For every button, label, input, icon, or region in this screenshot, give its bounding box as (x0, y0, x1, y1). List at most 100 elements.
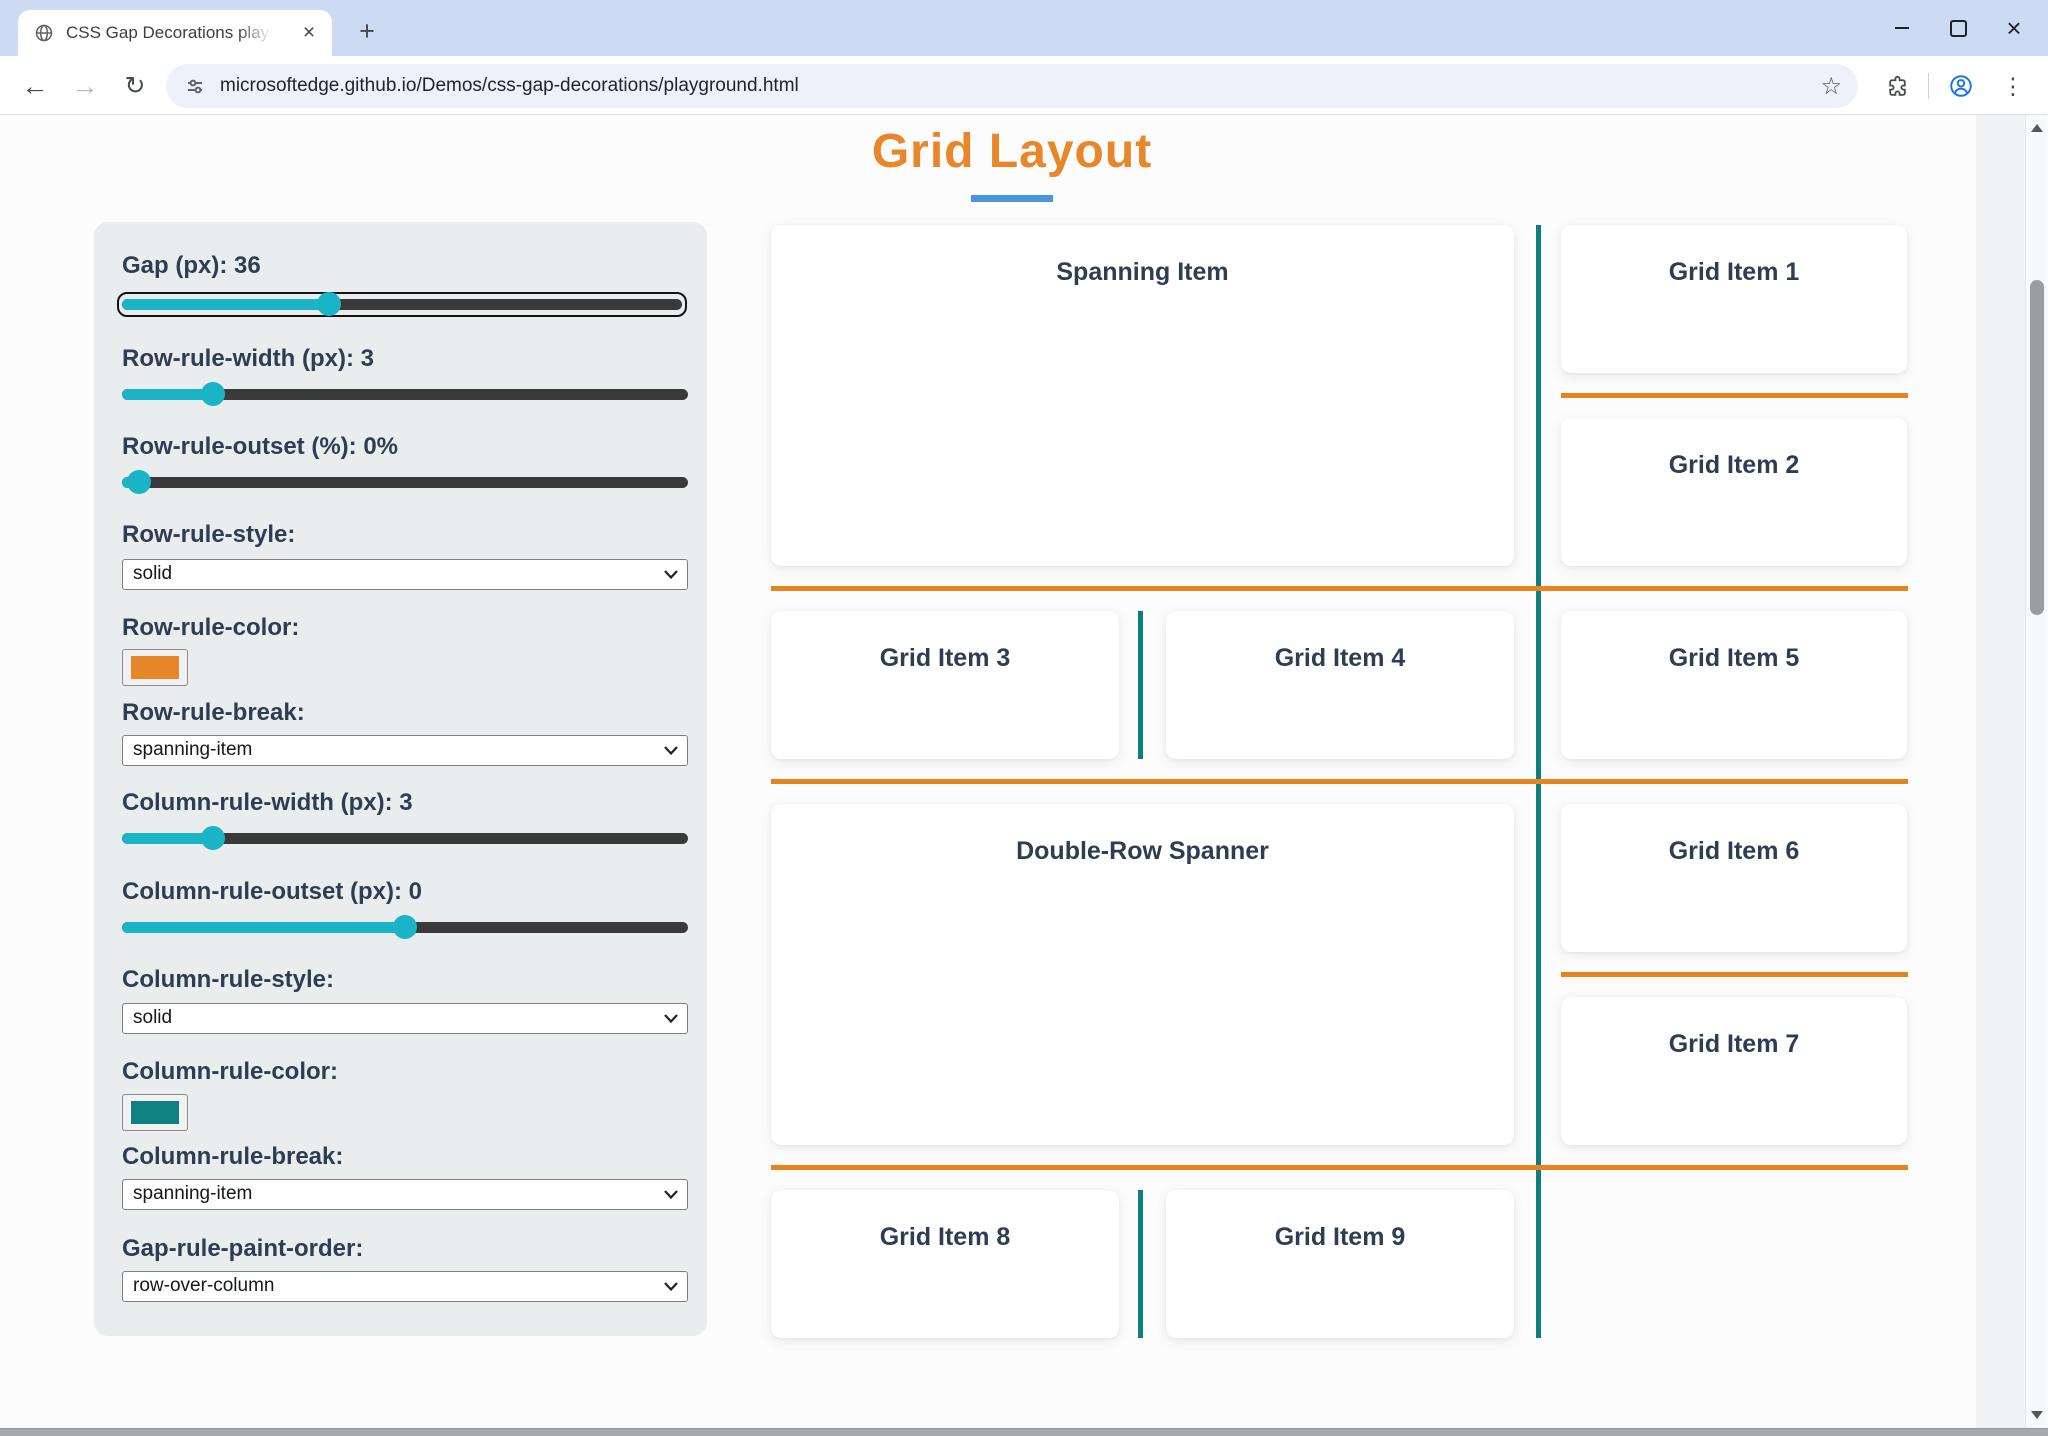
grid-item-1: Grid Item 1 (1561, 225, 1907, 373)
page-content: Grid Layout Gap (px): 36 Row-rule-width … (0, 115, 2048, 1428)
bookmark-star-icon[interactable]: ☆ (1820, 72, 1842, 100)
url-text: microsoftedge.github.io/Demos/css-gap-de… (220, 75, 799, 96)
column-rule (1138, 1190, 1143, 1338)
profile-button[interactable] (1942, 67, 1980, 105)
close-icon: × (2006, 13, 2022, 43)
slider-thumb[interactable] (393, 915, 417, 939)
slider-track[interactable] (122, 299, 682, 310)
grid-item-5: Grid Item 5 (1561, 611, 1907, 759)
profile-avatar-icon (1950, 75, 1972, 97)
slider-track[interactable] (122, 477, 688, 488)
column-rule-color-picker[interactable] (122, 1094, 188, 1131)
grid-container: Spanning Item Grid Item 1 Grid Item 2 Gr… (771, 225, 1908, 1338)
reload-button[interactable]: ↻ (124, 72, 146, 100)
window-bottom-edge (0, 1428, 2048, 1436)
column-rule-color-label: Column-rule-color: (122, 1058, 338, 1085)
slider-fill (122, 389, 213, 400)
tab-title: CSS Gap Decorations playgroun (66, 23, 276, 42)
window-minimize-button[interactable] (1874, 0, 1930, 56)
grid-item-9: Grid Item 9 (1166, 1190, 1514, 1338)
column-rule-break-label: Column-rule-break: (122, 1143, 344, 1170)
grid-demo: Spanning Item Grid Item 1 Grid Item 2 Gr… (771, 225, 1908, 1338)
browser-toolbar: ← → ↻ microsoftedge.github.io/Demos/css-… (0, 56, 2048, 115)
row-rule-style-label: Row-rule-style: (122, 521, 296, 548)
column-rule-outset-slider[interactable] (122, 915, 688, 939)
grid-item-7: Grid Item 7 (1561, 997, 1907, 1145)
grid-item-2: Grid Item 2 (1561, 418, 1907, 566)
title-underline (971, 195, 1053, 202)
grid-item-4: Grid Item 4 (1166, 611, 1514, 759)
browser-menu-button[interactable]: ⋮ (2001, 72, 2025, 99)
slider-fill (122, 922, 405, 933)
slider-track[interactable] (122, 833, 688, 844)
slider-fill (122, 299, 330, 310)
selected-value: row-over-column (133, 1275, 275, 1296)
window-maximize-button[interactable] (1930, 0, 1986, 56)
row-rule (771, 1165, 1908, 1170)
gap-label: Gap (px): 36 (122, 252, 261, 279)
window-controls: × (1874, 0, 2042, 56)
grid-item-3: Grid Item 3 (771, 611, 1119, 759)
new-tab-button[interactable]: + (359, 15, 375, 46)
forward-button[interactable]: → (71, 70, 99, 101)
scrollbar-gutter (1976, 115, 2025, 1428)
row-rule (1561, 393, 1908, 398)
address-bar[interactable]: microsoftedge.github.io/Demos/css-gap-de… (166, 64, 1858, 108)
gap-rule-paint-order-label: Gap-rule-paint-order: (122, 1235, 364, 1262)
grid-item-spanning: Spanning Item (771, 225, 1514, 566)
slider-thumb[interactable] (200, 382, 225, 406)
row-rule-outset-label: Row-rule-outset (%): 0% (122, 433, 398, 460)
vertical-scrollbar[interactable] (2025, 115, 2047, 1428)
grid-item-6: Grid Item 6 (1561, 804, 1907, 952)
column-rule-style-select[interactable]: solid (122, 1003, 688, 1034)
column-rule-outset-label: Column-rule-outset (px): 0 (122, 878, 422, 905)
slider-thumb[interactable] (317, 292, 342, 316)
gap-rule-paint-order-select[interactable]: row-over-column (122, 1271, 688, 1302)
scroll-down-icon[interactable] (2031, 1411, 2043, 1419)
site-settings-icon[interactable] (184, 75, 206, 97)
slider-track[interactable] (122, 389, 688, 400)
row-rule (1561, 972, 1908, 977)
scroll-up-icon[interactable] (2031, 124, 2043, 132)
row-rule-color-label: Row-rule-color: (122, 614, 300, 641)
slider-thumb[interactable] (127, 470, 152, 494)
slider-thumb[interactable] (200, 826, 225, 850)
chevron-down-icon (664, 1014, 678, 1023)
maximize-icon (1949, 19, 1967, 37)
selected-value: solid (133, 1007, 173, 1028)
back-button[interactable]: ← (21, 70, 49, 101)
grid-item-8: Grid Item 8 (771, 1190, 1119, 1338)
row-rule-outset-slider[interactable] (122, 470, 688, 494)
tab-close-icon[interactable]: × (302, 21, 316, 44)
row-rule-width-slider[interactable] (122, 382, 688, 406)
column-rule-break-select[interactable]: spanning-item (122, 1179, 688, 1210)
column-rule-style-label: Column-rule-style: (122, 966, 335, 993)
gap-slider[interactable] (117, 292, 687, 317)
column-rule (1138, 611, 1143, 759)
browser-tab[interactable]: CSS Gap Decorations playgroun × (18, 10, 332, 56)
row-rule-style-select[interactable]: solid (122, 559, 688, 590)
controls-panel: Gap (px): 36 Row-rule-width (px): 3 Row-… (94, 222, 707, 1336)
minimize-icon (1895, 27, 1909, 29)
selected-value: spanning-item (133, 1183, 253, 1204)
chevron-down-icon (664, 746, 678, 755)
chevron-down-icon (664, 1190, 678, 1199)
slider-fill (122, 833, 213, 844)
selected-value: solid (133, 563, 173, 584)
row-rule-break-label: Row-rule-break: (122, 699, 305, 726)
column-rule-width-slider[interactable] (122, 826, 688, 850)
row-rule (771, 779, 1908, 784)
tab-bar: CSS Gap Decorations playgroun × + × (0, 0, 2048, 56)
row-rule-break-select[interactable]: spanning-item (122, 735, 688, 766)
scrollbar-thumb[interactable] (2030, 280, 2044, 615)
window-close-button[interactable]: × (1986, 0, 2042, 56)
toolbar-divider (1928, 73, 1929, 99)
extensions-button[interactable] (1878, 67, 1916, 105)
row-rule-color-picker[interactable] (122, 649, 188, 686)
row-rule-width-label: Row-rule-width (px): 3 (122, 345, 374, 372)
selected-value: spanning-item (133, 739, 253, 760)
column-rule-width-label: Column-rule-width (px): 3 (122, 789, 413, 816)
row-rule (771, 586, 1908, 591)
chevron-down-icon (664, 570, 678, 579)
chevron-down-icon (664, 1282, 678, 1291)
